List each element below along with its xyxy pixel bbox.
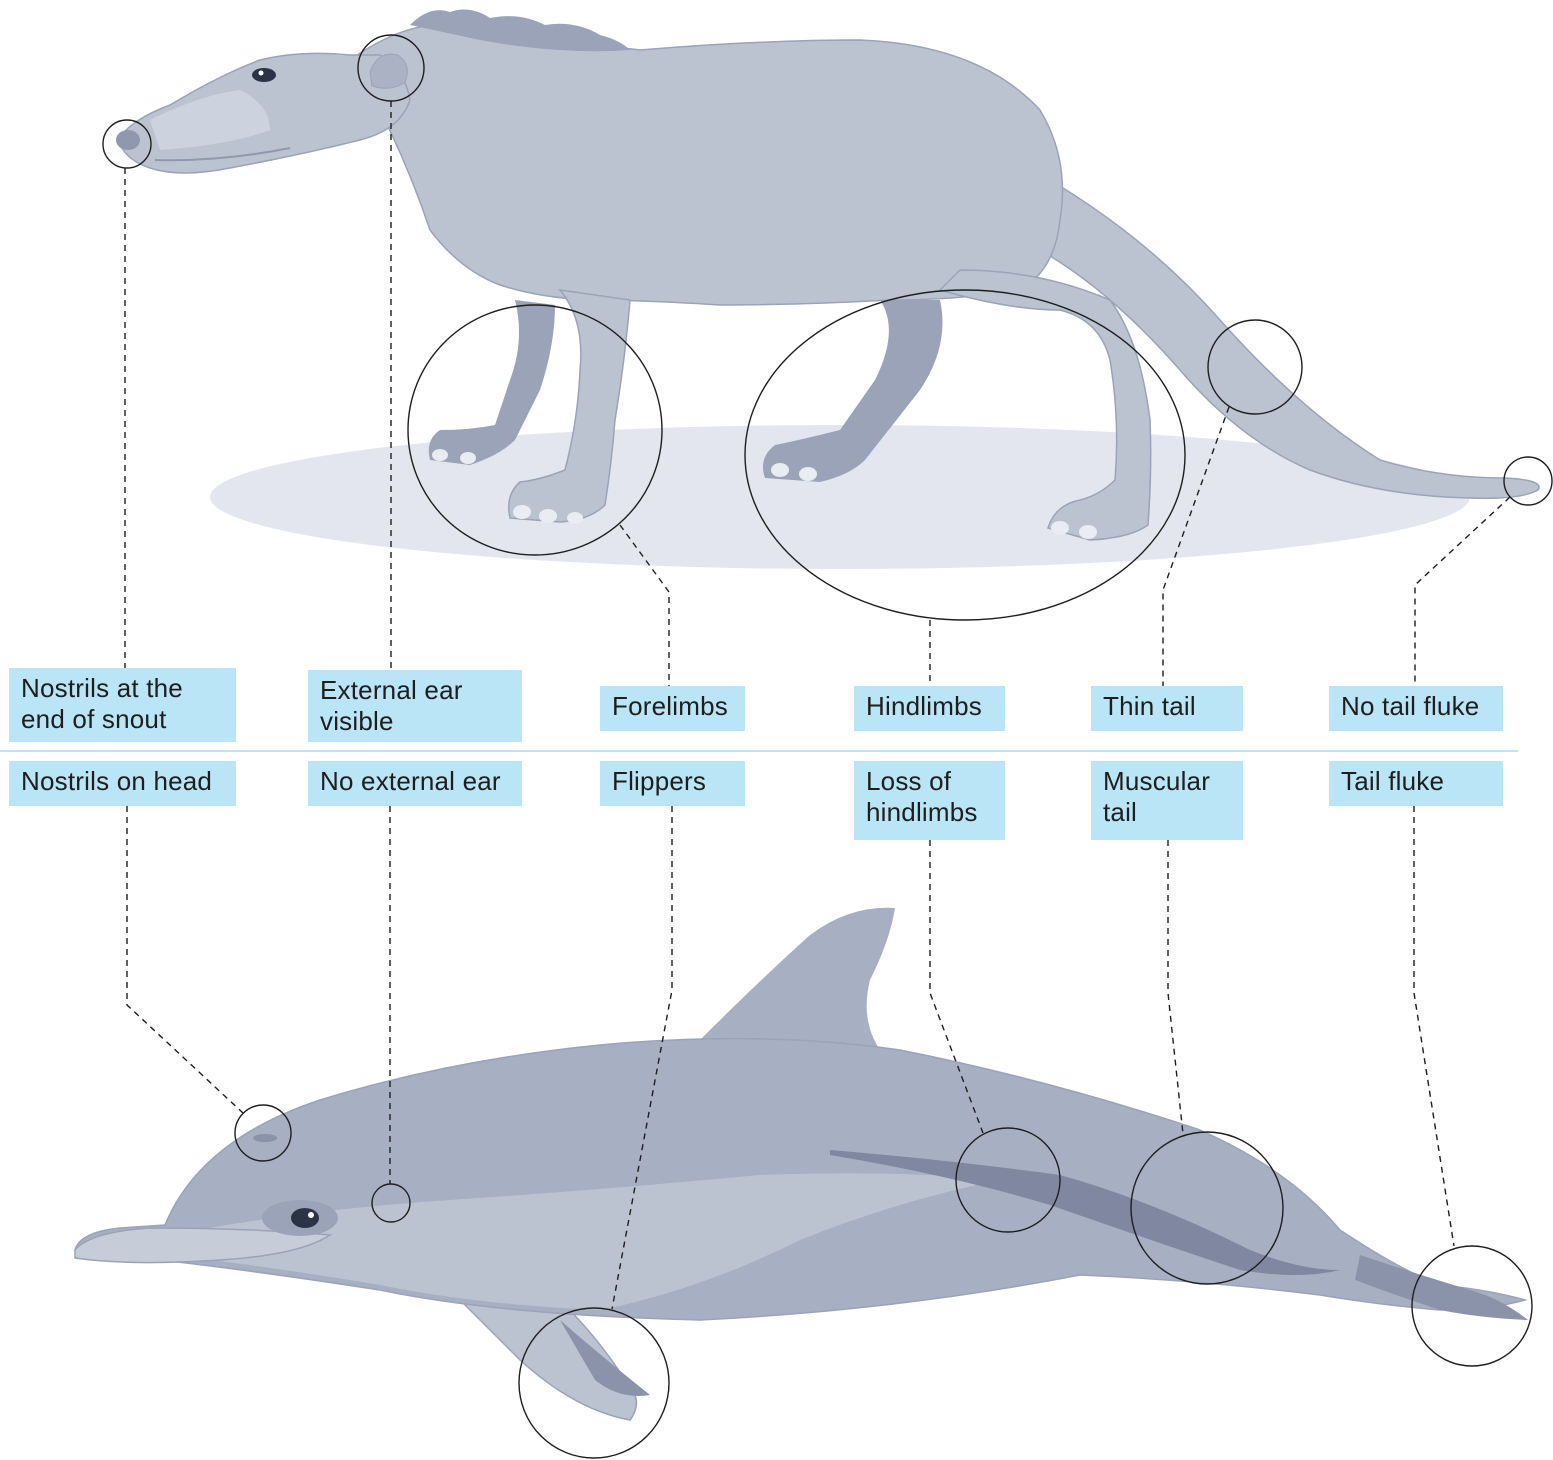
leader-ancestor-fluke bbox=[1414, 496, 1511, 686]
ancestor-ear bbox=[369, 53, 408, 89]
circle-dolphin-fluke bbox=[1411, 1245, 1533, 1367]
dolphin-eye bbox=[291, 1208, 319, 1228]
circle-ancestor-fluke bbox=[1503, 456, 1553, 506]
dolphin-side-streak bbox=[830, 1150, 1340, 1275]
dolphin-flipper-dark bbox=[560, 1320, 650, 1396]
circle-dolphin-forelimbs bbox=[518, 1307, 670, 1459]
label-dolphin-hindlimbs: Loss of hindlimbs bbox=[854, 761, 1005, 840]
circle-dolphin-hindlimbs bbox=[955, 1127, 1061, 1233]
divider-line bbox=[0, 750, 1518, 752]
label-dolphin-ear: No external ear bbox=[308, 761, 522, 806]
circle-ancestor-nostrils bbox=[102, 119, 152, 169]
dolphin-beak bbox=[74, 1227, 333, 1264]
label-dolphin-fluke: Tail fluke bbox=[1329, 761, 1503, 806]
circle-dolphin-ear bbox=[371, 1183, 411, 1223]
ancestor-eye bbox=[252, 68, 276, 82]
callout-circles bbox=[102, 34, 1553, 1459]
leader-dolphin-tail bbox=[1167, 840, 1184, 1135]
circle-ancestor-forelimbs bbox=[407, 304, 663, 556]
label-ancestor-hindlimbs: Hindlimbs bbox=[854, 686, 1005, 731]
circle-ancestor-tail bbox=[1207, 319, 1303, 415]
circle-ancestor-hindlimbs bbox=[744, 289, 1186, 621]
dolphin-illustration bbox=[74, 907, 1528, 1421]
ancestor-snout-highlight bbox=[150, 90, 270, 150]
label-dolphin-forelimbs: Flippers bbox=[600, 761, 745, 806]
ancestor-far-foreleg bbox=[428, 300, 555, 465]
label-dolphin-tail: Muscular tail bbox=[1091, 761, 1243, 840]
ancestor-near-hindleg bbox=[938, 269, 1152, 541]
dolphin-belly bbox=[170, 1173, 1000, 1310]
circle-dolphin-nostrils bbox=[234, 1104, 292, 1162]
circle-dolphin-tail bbox=[1130, 1131, 1284, 1285]
ancestor-nose bbox=[116, 130, 140, 150]
ancestor-near-foreleg bbox=[508, 288, 631, 523]
leader-dolphin-nostrils bbox=[126, 806, 244, 1114]
ancestor-tail bbox=[1039, 178, 1540, 500]
ground-shadow bbox=[210, 425, 1470, 569]
ancestor-mouth bbox=[154, 147, 291, 162]
leader-dolphin-fluke bbox=[1413, 806, 1455, 1247]
ancestor-body bbox=[349, 23, 1064, 306]
ancestor-illustration bbox=[116, 9, 1540, 541]
leader-lines bbox=[124, 101, 1511, 1310]
dolphin-blowhole bbox=[253, 1134, 277, 1142]
label-ancestor-forelimbs: Forelimbs bbox=[600, 686, 745, 731]
leader-ancestor-forelimbs bbox=[619, 524, 670, 686]
label-dolphin-nostrils: Nostrils on head bbox=[9, 761, 236, 806]
ancestor-far-hindleg bbox=[762, 300, 943, 482]
dolphin-dorsal-fin bbox=[700, 907, 895, 1050]
label-ancestor-ear: External ear visible bbox=[308, 670, 522, 742]
label-ancestor-fluke: No tail fluke bbox=[1329, 686, 1503, 731]
ancestor-mane bbox=[410, 9, 630, 52]
label-ancestor-nostrils: Nostrils at the end of snout bbox=[9, 668, 236, 742]
leader-dolphin-forelimbs bbox=[611, 806, 673, 1310]
ancestor-toes bbox=[432, 449, 1097, 539]
leader-ancestor-tail bbox=[1162, 406, 1230, 686]
label-ancestor-tail: Thin tail bbox=[1091, 686, 1243, 731]
dolphin-tail-fluke bbox=[1355, 1255, 1528, 1320]
